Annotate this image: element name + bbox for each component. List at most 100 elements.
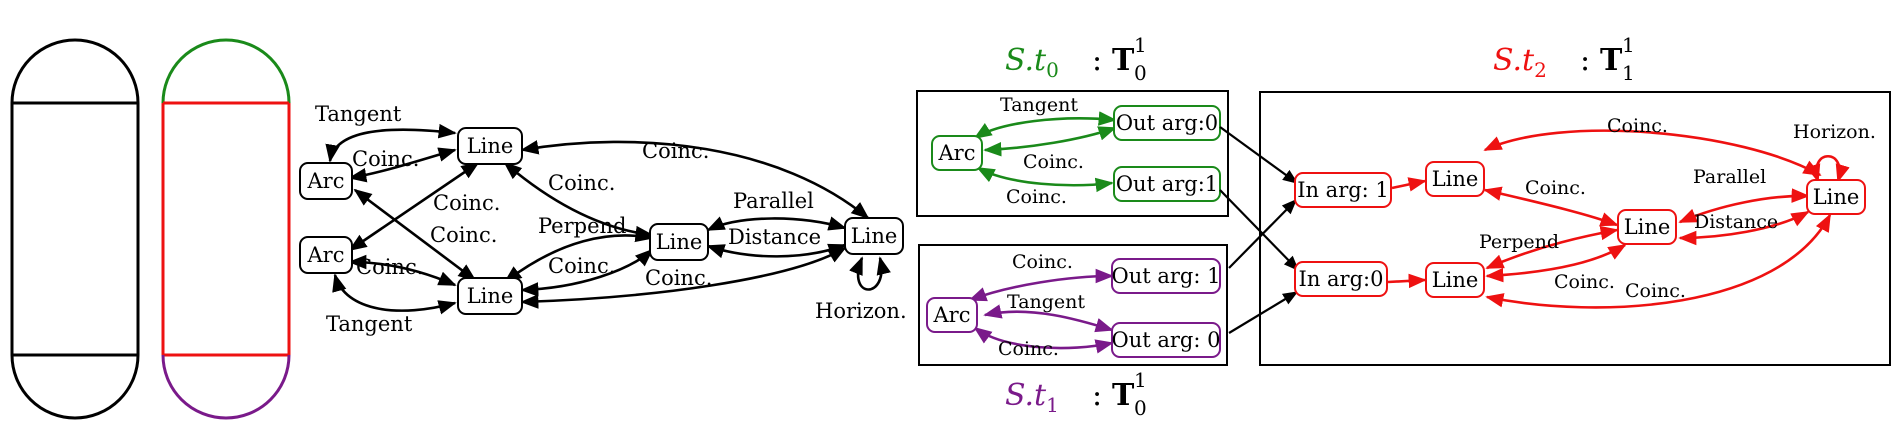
- sketch-arc-top-green: [161, 38, 291, 104]
- node-line-right-label: Line: [851, 224, 898, 248]
- title-t1: S.t1 : T 1 0: [1005, 368, 1147, 420]
- title-t2-T-sup: 1: [1622, 33, 1635, 57]
- title-t0-T-sub: 0: [1134, 61, 1147, 85]
- title-t1-T-sub: 0: [1134, 396, 1147, 420]
- node-arc-b: Arc: [299, 236, 353, 274]
- connector-t1out1-in1: [1228, 198, 1298, 269]
- t2-node-line-right-label: Line: [1813, 185, 1860, 209]
- sketch-arc-top: [10, 38, 140, 104]
- sketch-shape-black: [10, 38, 140, 420]
- t2-edge-coinc-bottom: [1485, 213, 1832, 309]
- t1-node-arc: Arc: [926, 297, 978, 333]
- node-line-bottom: Line: [457, 277, 523, 315]
- t0-edge-coinc-2: [976, 166, 1114, 193]
- t0-node-out0: Out arg:0: [1113, 105, 1221, 141]
- t1-label-coinc-2: Coinc.: [998, 338, 1059, 360]
- box-t2-frame: [1259, 91, 1891, 366]
- svg-text:S.t1: S.t1: [1005, 378, 1059, 417]
- t1-node-out0: Out arg: 0: [1111, 322, 1221, 358]
- title-t1-prefix: S.t: [1005, 378, 1047, 413]
- label-parallel: Parallel: [733, 189, 814, 213]
- node-line-mid-label: Line: [656, 230, 703, 254]
- svg-text:S.t2: S.t2: [1493, 43, 1547, 82]
- connector-t1out0-in0: [1228, 291, 1299, 334]
- t2-node-line-right: Line: [1806, 179, 1866, 215]
- box-t0-frame: [916, 90, 1229, 217]
- t1-label-coinc-1: Coinc.: [1012, 251, 1073, 273]
- t0-label-coinc-2: Coinc.: [1006, 186, 1067, 208]
- t1-edge-coinc-2: [973, 326, 1114, 354]
- edge-coinc-line-top-line-right: [520, 140, 870, 220]
- t2-node-line-bottom: Line: [1425, 262, 1485, 298]
- main-graph: Arc Arc Line Line Line Line Tangent Coin…: [299, 102, 907, 336]
- t0-node-arc: Arc: [931, 135, 983, 171]
- sketch-arc-bottom: [10, 354, 140, 420]
- t2-node-line-top: Line: [1425, 161, 1485, 197]
- node-line-mid: Line: [649, 223, 709, 261]
- sketch-arc-bottom-purple: [161, 354, 291, 420]
- edge-distance: [706, 243, 847, 259]
- t2-edge-in0-line-bottom: [1387, 273, 1427, 289]
- label-tangent-top: Tangent: [315, 102, 402, 126]
- t2-label-horizon: Horizon.: [1793, 121, 1876, 143]
- t2-node-line-top-label: Line: [1432, 167, 1479, 191]
- t2-node-line-bottom-label: Line: [1432, 268, 1479, 292]
- title-t0-T: T: [1112, 43, 1135, 78]
- title-t1-T-sup: 1: [1134, 368, 1147, 392]
- title-t1-sub: 1: [1046, 393, 1059, 417]
- connector-out0-in1: [1219, 126, 1299, 184]
- title-t2: S.t2 : T 1 1: [1493, 33, 1635, 85]
- label-coinc-line-bottom-line-mid-2: Coinc.: [645, 266, 712, 290]
- t2-node-in1-label: In arg: 1: [1297, 178, 1389, 202]
- sketch-shape-colored: [161, 38, 291, 420]
- node-arc-a-label: Arc: [307, 169, 345, 193]
- title-t0-prefix: S.t: [1005, 43, 1047, 78]
- t2-edge-horizon-loop: [1806, 155, 1850, 183]
- box-t1-frame: [918, 244, 1228, 366]
- t2-edge-in1-line-top: [1391, 177, 1427, 192]
- edge-coinc-line-bottom-line-right: [520, 246, 847, 309]
- edge-horizon-loop: [849, 256, 891, 291]
- t2-edge-coinc-top: [1483, 129, 1822, 177]
- edge-tangent-bottom: [332, 273, 457, 315]
- label-coinc-line-top-line-mid: Coinc.: [548, 171, 615, 195]
- t0-label-tangent: Tangent: [1000, 94, 1078, 116]
- title-t1-sep: :: [1092, 378, 1102, 413]
- t2-label-coinc-line-bottom-line-mid: Coinc.: [1554, 271, 1615, 293]
- t2-label-coinc-line-top-line-mid: Coinc.: [1525, 177, 1586, 199]
- label-coinc-arc-a-line-top: Coinc.: [352, 147, 419, 171]
- label-coinc-cross-1: Coinc.: [433, 191, 500, 215]
- title-t0: S.t0 : T 1 0: [1005, 33, 1147, 85]
- label-coinc-line-bottom-line-mid: Coinc.: [548, 254, 615, 278]
- node-line-bottom-label: Line: [467, 284, 514, 308]
- label-coinc-arc-b-line-bottom: Coinc.: [356, 255, 423, 279]
- label-distance: Distance: [728, 225, 821, 249]
- title-t0-T-sup: 1: [1134, 33, 1147, 57]
- edge-tangent-top: [325, 123, 457, 163]
- t1-edge-tangent: [983, 304, 1114, 333]
- t2-node-in1: In arg: 1: [1294, 172, 1392, 208]
- node-arc-b-label: Arc: [307, 243, 345, 267]
- svg-text:S.t0: S.t0: [1005, 43, 1059, 82]
- label-coinc-cross-2: Coinc.: [430, 223, 497, 247]
- label-tangent-bottom: Tangent: [326, 312, 413, 336]
- t0-edge-coinc-1: [983, 126, 1117, 157]
- t1-node-out1: Out arg: 1: [1111, 258, 1221, 294]
- t1-node-out1-label: Out arg: 1: [1112, 264, 1221, 288]
- edge-cross-2: [348, 161, 480, 252]
- t2-label-distance: Distance: [1694, 211, 1778, 233]
- title-t0-sep: :: [1092, 43, 1102, 78]
- t1-edge-coinc-1: [968, 268, 1114, 302]
- title-t2-sub: 2: [1534, 58, 1547, 82]
- t2-node-line-mid-label: Line: [1624, 215, 1671, 239]
- t1-node-out0-label: Out arg: 0: [1112, 328, 1221, 352]
- node-line-top: Line: [457, 127, 523, 165]
- box-t1: Arc Out arg: 1 Out arg: 0 Coinc. Tangent…: [918, 244, 1228, 366]
- t2-node-line-mid: Line: [1617, 209, 1677, 245]
- title-t2-sep: :: [1580, 43, 1590, 78]
- title-t2-T-sub: 1: [1622, 61, 1635, 85]
- t0-label-coinc-1: Coinc.: [1023, 151, 1084, 173]
- t2-node-in0: In arg:0: [1294, 261, 1388, 297]
- box-t2: In arg: 1 In arg:0 Line Line Line Line C…: [1259, 91, 1891, 366]
